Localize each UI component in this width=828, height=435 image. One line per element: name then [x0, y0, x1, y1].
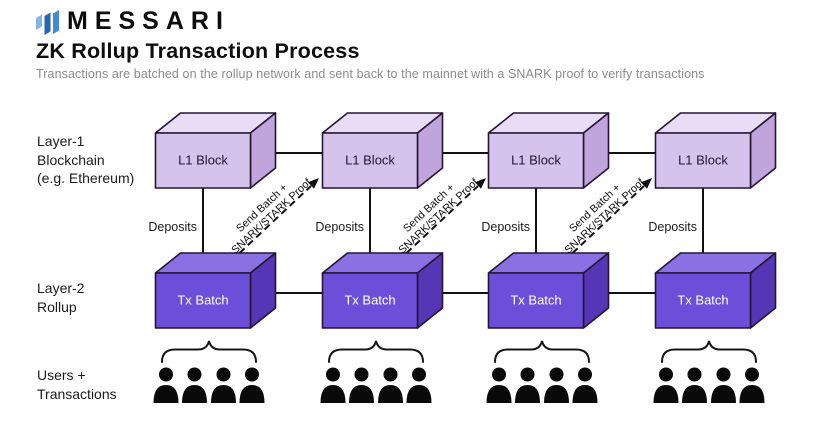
- l1-block-box: [654, 112, 777, 189]
- person-icon: [182, 367, 207, 403]
- page-subtitle: Transactions are batched on the rollup n…: [36, 67, 705, 81]
- row-label-users: Users + Transactions: [37, 366, 117, 403]
- l1-block-label: L1 Block: [678, 153, 728, 168]
- users-brace: [161, 340, 257, 363]
- person-icon: [682, 367, 707, 403]
- tx-batch-box: [154, 252, 277, 329]
- person-icon: [378, 367, 403, 403]
- row-label-line: Layer-1: [37, 133, 85, 149]
- person-icon: [320, 367, 346, 403]
- person-icon: [653, 367, 679, 403]
- person-icon: [211, 367, 236, 403]
- users-brace: [494, 340, 590, 363]
- l1-block-box: [321, 112, 444, 189]
- l1-block-label: L1 Block: [345, 153, 395, 168]
- person-icon: [544, 367, 569, 403]
- tx-batch-label: Tx Batch: [177, 293, 228, 308]
- l1-block-label: L1 Block: [511, 153, 561, 168]
- person-icon: [486, 367, 512, 403]
- person-icon: [153, 367, 179, 403]
- deposit-label: Deposits: [481, 220, 530, 234]
- row-label-line: (e.g. Ethereum): [37, 170, 135, 186]
- users-brace: [661, 340, 757, 363]
- person-icon: [711, 367, 736, 403]
- l1-block-box: [154, 112, 277, 189]
- messari-logo: MESSARI: [35, 8, 230, 36]
- users-brace: [328, 340, 424, 363]
- row-label-line: Users +: [37, 367, 86, 383]
- person-icon: [349, 367, 374, 403]
- deposit-label: Deposits: [648, 220, 697, 234]
- messari-logo-icon: [36, 10, 59, 35]
- tx-batch-label: Tx Batch: [344, 293, 395, 308]
- person-icon: [406, 367, 432, 403]
- tx-batch-label: Tx Batch: [677, 293, 728, 308]
- page-title: ZK Rollup Transaction Process: [36, 39, 360, 63]
- row-label-line: Blockchain: [37, 151, 105, 168]
- row-label-line: Transactions: [37, 385, 117, 402]
- person-icon: [739, 367, 765, 403]
- messari-logo-text: MESSARI: [67, 7, 230, 35]
- deposit-label: Deposits: [148, 220, 197, 234]
- row-label-line: Rollup: [37, 298, 77, 315]
- l1-block-label: L1 Block: [178, 153, 228, 168]
- tx-batch-box: [321, 252, 444, 329]
- row-label-layer2: Layer-2 Rollup: [37, 279, 84, 316]
- deposit-label: Deposits: [315, 220, 364, 234]
- person-icon: [239, 367, 265, 403]
- tx-batch-box: [487, 252, 610, 329]
- person-icon: [515, 367, 540, 403]
- tx-batch-box: [654, 252, 777, 329]
- person-icon: [572, 367, 598, 403]
- row-label-line: Layer-2: [37, 280, 85, 296]
- l1-block-box: [487, 112, 610, 189]
- row-label-layer1: Layer-1 Blockchain (e.g. Ethereum): [37, 132, 134, 188]
- tx-batch-label: Tx Batch: [510, 293, 561, 308]
